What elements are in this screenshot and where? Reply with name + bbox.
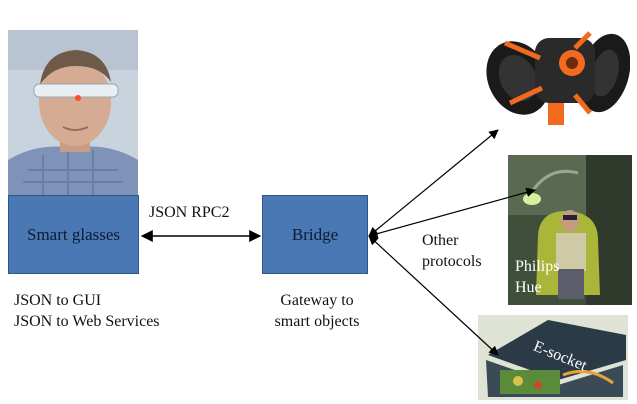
philips-hue-line-2: Hue	[515, 279, 542, 296]
bridge-caption-line-2: smart objects	[274, 313, 360, 330]
glasses-caption-line-1: JSON to GUI	[14, 292, 102, 309]
smart-glasses-user-photo	[8, 30, 138, 195]
bridge-label: Bridge	[291, 224, 339, 244]
bridge-caption-line-1: Gateway to	[280, 292, 354, 309]
other-protocols-line-2: protocols	[422, 253, 482, 270]
e-socket-device-photo	[478, 315, 628, 400]
smart-glasses-label: Smart glasses	[26, 224, 121, 244]
bridge-node: Bridge	[262, 195, 368, 274]
philips-hue-line-1: Philips	[515, 258, 560, 275]
arrow-bridge-esocket	[368, 235, 499, 356]
robot-device-photo	[480, 3, 630, 140]
arrow-bridge-robot	[368, 129, 499, 237]
philips-hue-label: Philips Hue	[515, 256, 559, 298]
glasses-caption: JSON to GUI JSON to Web Services	[14, 290, 160, 332]
json-rpc2-label: JSON RPC2	[149, 204, 230, 221]
glasses-caption-line-2: JSON to Web Services	[14, 313, 160, 330]
bridge-caption: Gateway to smart objects	[262, 290, 372, 332]
other-protocols-label: Other protocols	[422, 230, 482, 272]
arrow-bridge-hue	[368, 187, 536, 239]
smart-glasses-node: Smart glasses	[8, 195, 139, 274]
other-protocols-line-1: Other	[422, 232, 459, 249]
